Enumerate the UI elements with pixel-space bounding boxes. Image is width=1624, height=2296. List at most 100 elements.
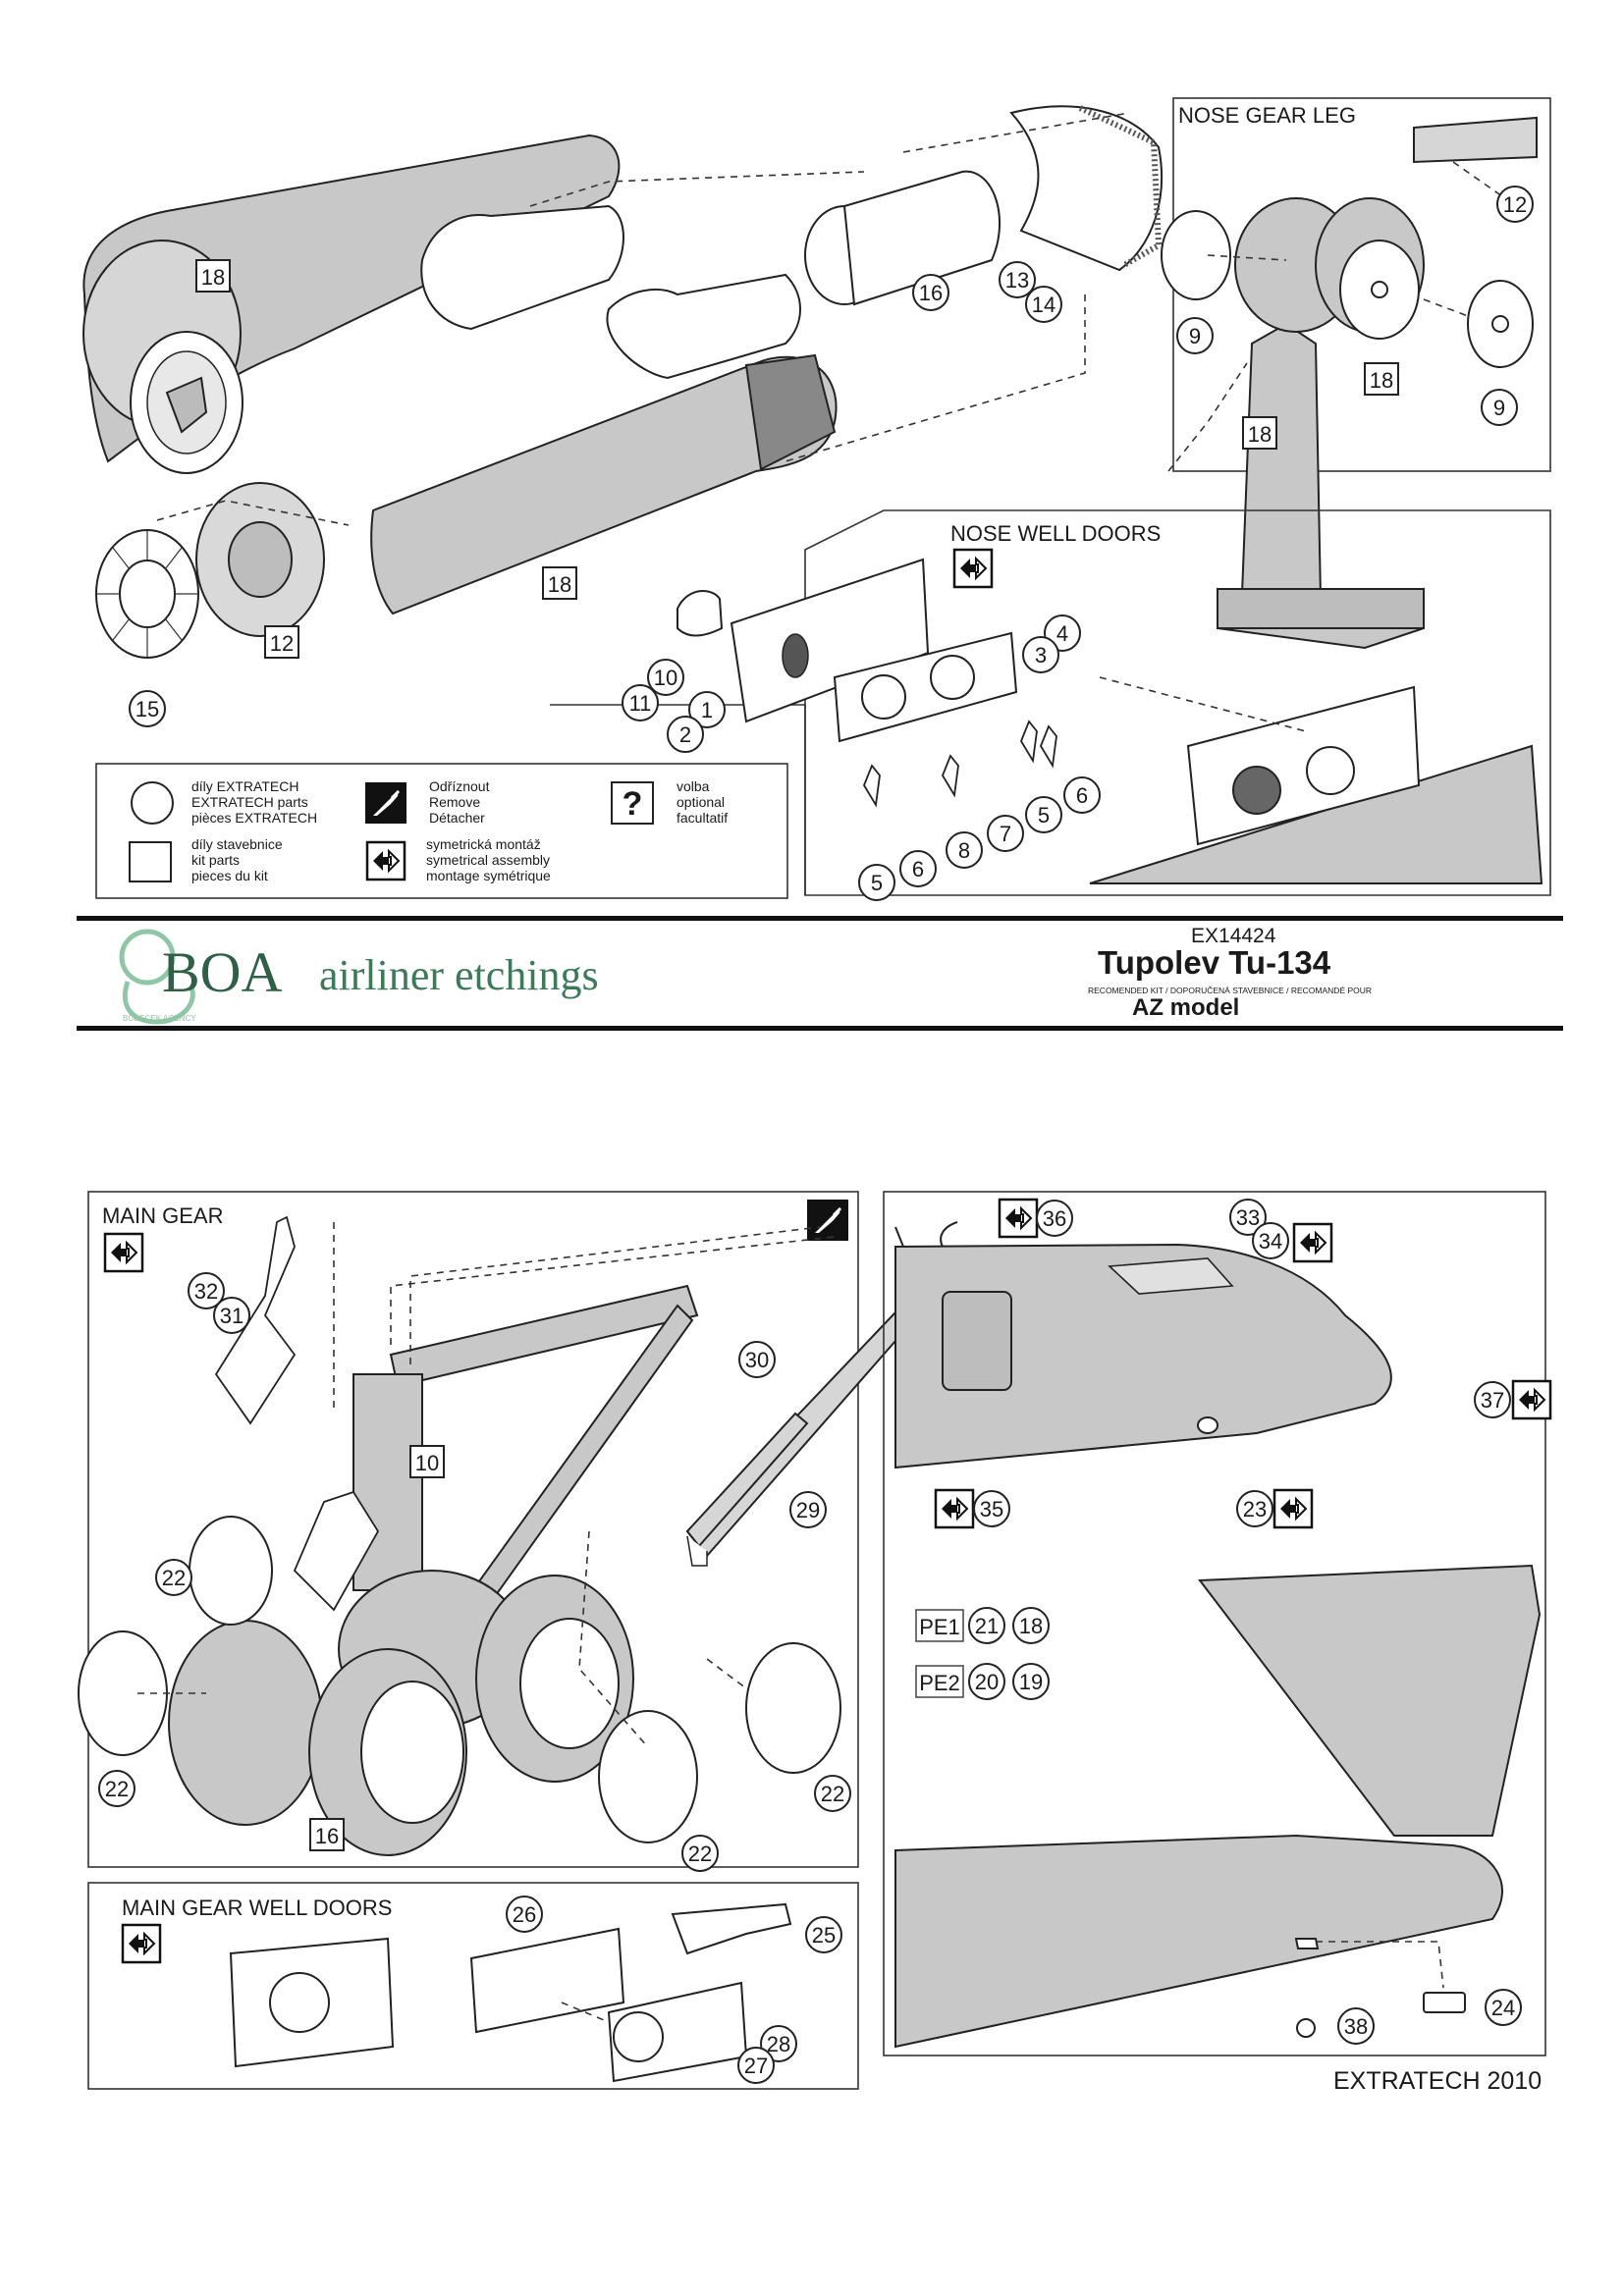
svg-text:pièces EXTRATECH: pièces EXTRATECH bbox=[191, 810, 317, 826]
part-11-callout: 11 bbox=[622, 684, 659, 721]
kit-maker: AZ model bbox=[1132, 994, 1239, 1021]
kit-part-16-main: 16 bbox=[309, 1818, 345, 1851]
svg-text:pieces du kit: pieces du kit bbox=[191, 868, 268, 883]
svg-text:23: 23 bbox=[1243, 1497, 1267, 1522]
svg-text:PE1: PE1 bbox=[919, 1615, 960, 1639]
svg-text:28: 28 bbox=[767, 2032, 790, 2056]
part-1-callout: 1 bbox=[688, 691, 726, 728]
svg-text:34: 34 bbox=[1259, 1229, 1282, 1254]
svg-text:optional: optional bbox=[677, 794, 725, 810]
svg-text:20: 20 bbox=[975, 1670, 999, 1694]
svg-text:montage symétrique: montage symétrique bbox=[426, 868, 551, 883]
svg-text:21: 21 bbox=[975, 1614, 999, 1638]
svg-text:29: 29 bbox=[796, 1498, 820, 1522]
part-38-callout: 38 bbox=[1337, 2007, 1375, 2045]
legend-cut: Odříznout Remove Détacher bbox=[363, 778, 490, 826]
part-14-callout: 14 bbox=[1025, 286, 1062, 323]
svg-text:22: 22 bbox=[688, 1842, 712, 1866]
part-6-callout-a: 6 bbox=[1063, 776, 1101, 814]
part-22-callout-d: 22 bbox=[681, 1835, 719, 1872]
fuselage-nose-drawing bbox=[894, 1221, 1392, 1469]
part-24-callout: 24 bbox=[1485, 1989, 1522, 2026]
svg-text:4: 4 bbox=[1056, 621, 1068, 646]
svg-text:18: 18 bbox=[548, 572, 571, 597]
part-6-callout-b: 6 bbox=[899, 850, 937, 887]
svg-text:1: 1 bbox=[701, 698, 713, 722]
model-title: Tupolev Tu-134 bbox=[1098, 944, 1331, 981]
part-29-callout: 29 bbox=[789, 1491, 827, 1528]
optional-question-icon bbox=[611, 781, 654, 825]
part-7-callout: 7 bbox=[987, 815, 1024, 852]
part-19-callout: 19 bbox=[1012, 1663, 1050, 1700]
pe1-option: PE1 bbox=[915, 1609, 964, 1642]
svg-text:volba: volba bbox=[677, 778, 710, 794]
svg-text:18: 18 bbox=[201, 265, 225, 290]
part-3-callout: 3 bbox=[1022, 636, 1059, 673]
main-gear-well-doors-title: MAIN GEAR WELL DOORS bbox=[122, 1896, 392, 1920]
legend-box bbox=[95, 763, 788, 899]
svg-text:16: 16 bbox=[315, 1824, 339, 1848]
part-10-callout-door: 10 bbox=[647, 659, 684, 696]
kit-part-18-rear: 18 bbox=[542, 566, 577, 600]
svg-text:22: 22 bbox=[821, 1782, 844, 1806]
main-gear-well-doors-drawing bbox=[229, 1902, 792, 2083]
part-9-callout-b: 9 bbox=[1481, 389, 1518, 426]
symmetric-assembly-icon bbox=[1292, 1222, 1333, 1263]
main-gear-title: MAIN GEAR bbox=[102, 1203, 223, 1228]
svg-text:6: 6 bbox=[1076, 783, 1088, 808]
cut-knife-icon bbox=[363, 780, 408, 826]
part-30-callout: 30 bbox=[738, 1341, 776, 1378]
pe2-option: PE2 bbox=[915, 1665, 964, 1698]
svg-text:35: 35 bbox=[980, 1497, 1003, 1522]
svg-text:symetrická montáž: symetrická montáž bbox=[426, 836, 541, 852]
part-12-callout-gear: 12 bbox=[1496, 186, 1534, 223]
part-31-callout: 31 bbox=[213, 1297, 250, 1334]
legend-extratech: díly EXTRATECH EXTRATECH parts pièces EX… bbox=[131, 778, 317, 826]
svg-text:18: 18 bbox=[1370, 368, 1393, 393]
svg-text:10: 10 bbox=[415, 1451, 439, 1475]
symmetric-assembly-icon bbox=[998, 1198, 1039, 1239]
part-33-callout: 33 bbox=[1229, 1199, 1267, 1236]
part-15-callout: 15 bbox=[129, 690, 166, 727]
engine-nacelle-group bbox=[82, 105, 1163, 659]
part-37-callout: 37 bbox=[1474, 1381, 1511, 1418]
part-23-callout: 23 bbox=[1236, 1490, 1273, 1527]
svg-text:36: 36 bbox=[1043, 1206, 1066, 1231]
svg-text:Odříznout: Odříznout bbox=[429, 778, 490, 794]
svg-text:13: 13 bbox=[1005, 268, 1029, 293]
svg-text:9: 9 bbox=[1493, 396, 1505, 420]
part-13-callout: 13 bbox=[999, 261, 1036, 298]
header-rule-top bbox=[77, 916, 1563, 921]
legend-symmetric: symetrická montáž symetrical assembly mo… bbox=[365, 836, 551, 883]
svg-text:12: 12 bbox=[270, 631, 294, 656]
part-5-callout-b: 5 bbox=[858, 864, 895, 901]
fuselage-panel bbox=[883, 1191, 1546, 2056]
boa-logo: BOA airliner etchings BODECEK AGENCY bbox=[119, 929, 599, 1025]
svg-text:27: 27 bbox=[744, 2054, 768, 2078]
svg-text:18: 18 bbox=[1248, 422, 1272, 447]
part-16-callout: 16 bbox=[912, 274, 949, 311]
svg-text:11: 11 bbox=[629, 691, 652, 716]
svg-text:5: 5 bbox=[871, 871, 883, 895]
main-gear-panel bbox=[87, 1191, 859, 1868]
legend-optional: ? volba optional facultatif bbox=[611, 778, 728, 826]
svg-text:symetrical assembly: symetrical assembly bbox=[426, 852, 550, 868]
svg-text:32: 32 bbox=[194, 1279, 218, 1304]
part-22-callout-a: 22 bbox=[155, 1559, 192, 1596]
part-5-callout-a: 5 bbox=[1025, 796, 1062, 833]
nose-well-doors-title: NOSE WELL DOORS bbox=[950, 521, 1161, 546]
svg-text:5: 5 bbox=[1038, 803, 1050, 828]
part-22-callout-c: 22 bbox=[814, 1775, 851, 1812]
svg-text:BODECEK AGENCY: BODECEK AGENCY bbox=[123, 1014, 196, 1023]
kit-part-18-wheel: 18 bbox=[1364, 362, 1399, 396]
svg-text:33: 33 bbox=[1236, 1205, 1260, 1230]
symmetric-assembly-icon bbox=[934, 1488, 975, 1529]
part-9-callout-a: 9 bbox=[1176, 317, 1214, 354]
nose-gear-leg-title: NOSE GEAR LEG bbox=[1178, 103, 1356, 128]
svg-text:Remove: Remove bbox=[429, 794, 480, 810]
svg-text:24: 24 bbox=[1491, 1996, 1515, 2020]
kit-part-10-main: 10 bbox=[409, 1445, 445, 1478]
svg-text:19: 19 bbox=[1019, 1670, 1043, 1694]
recommended-kit-line: RECOMENDED KIT / DOPORUČENÁ STAVEBNICE /… bbox=[1088, 986, 1372, 995]
